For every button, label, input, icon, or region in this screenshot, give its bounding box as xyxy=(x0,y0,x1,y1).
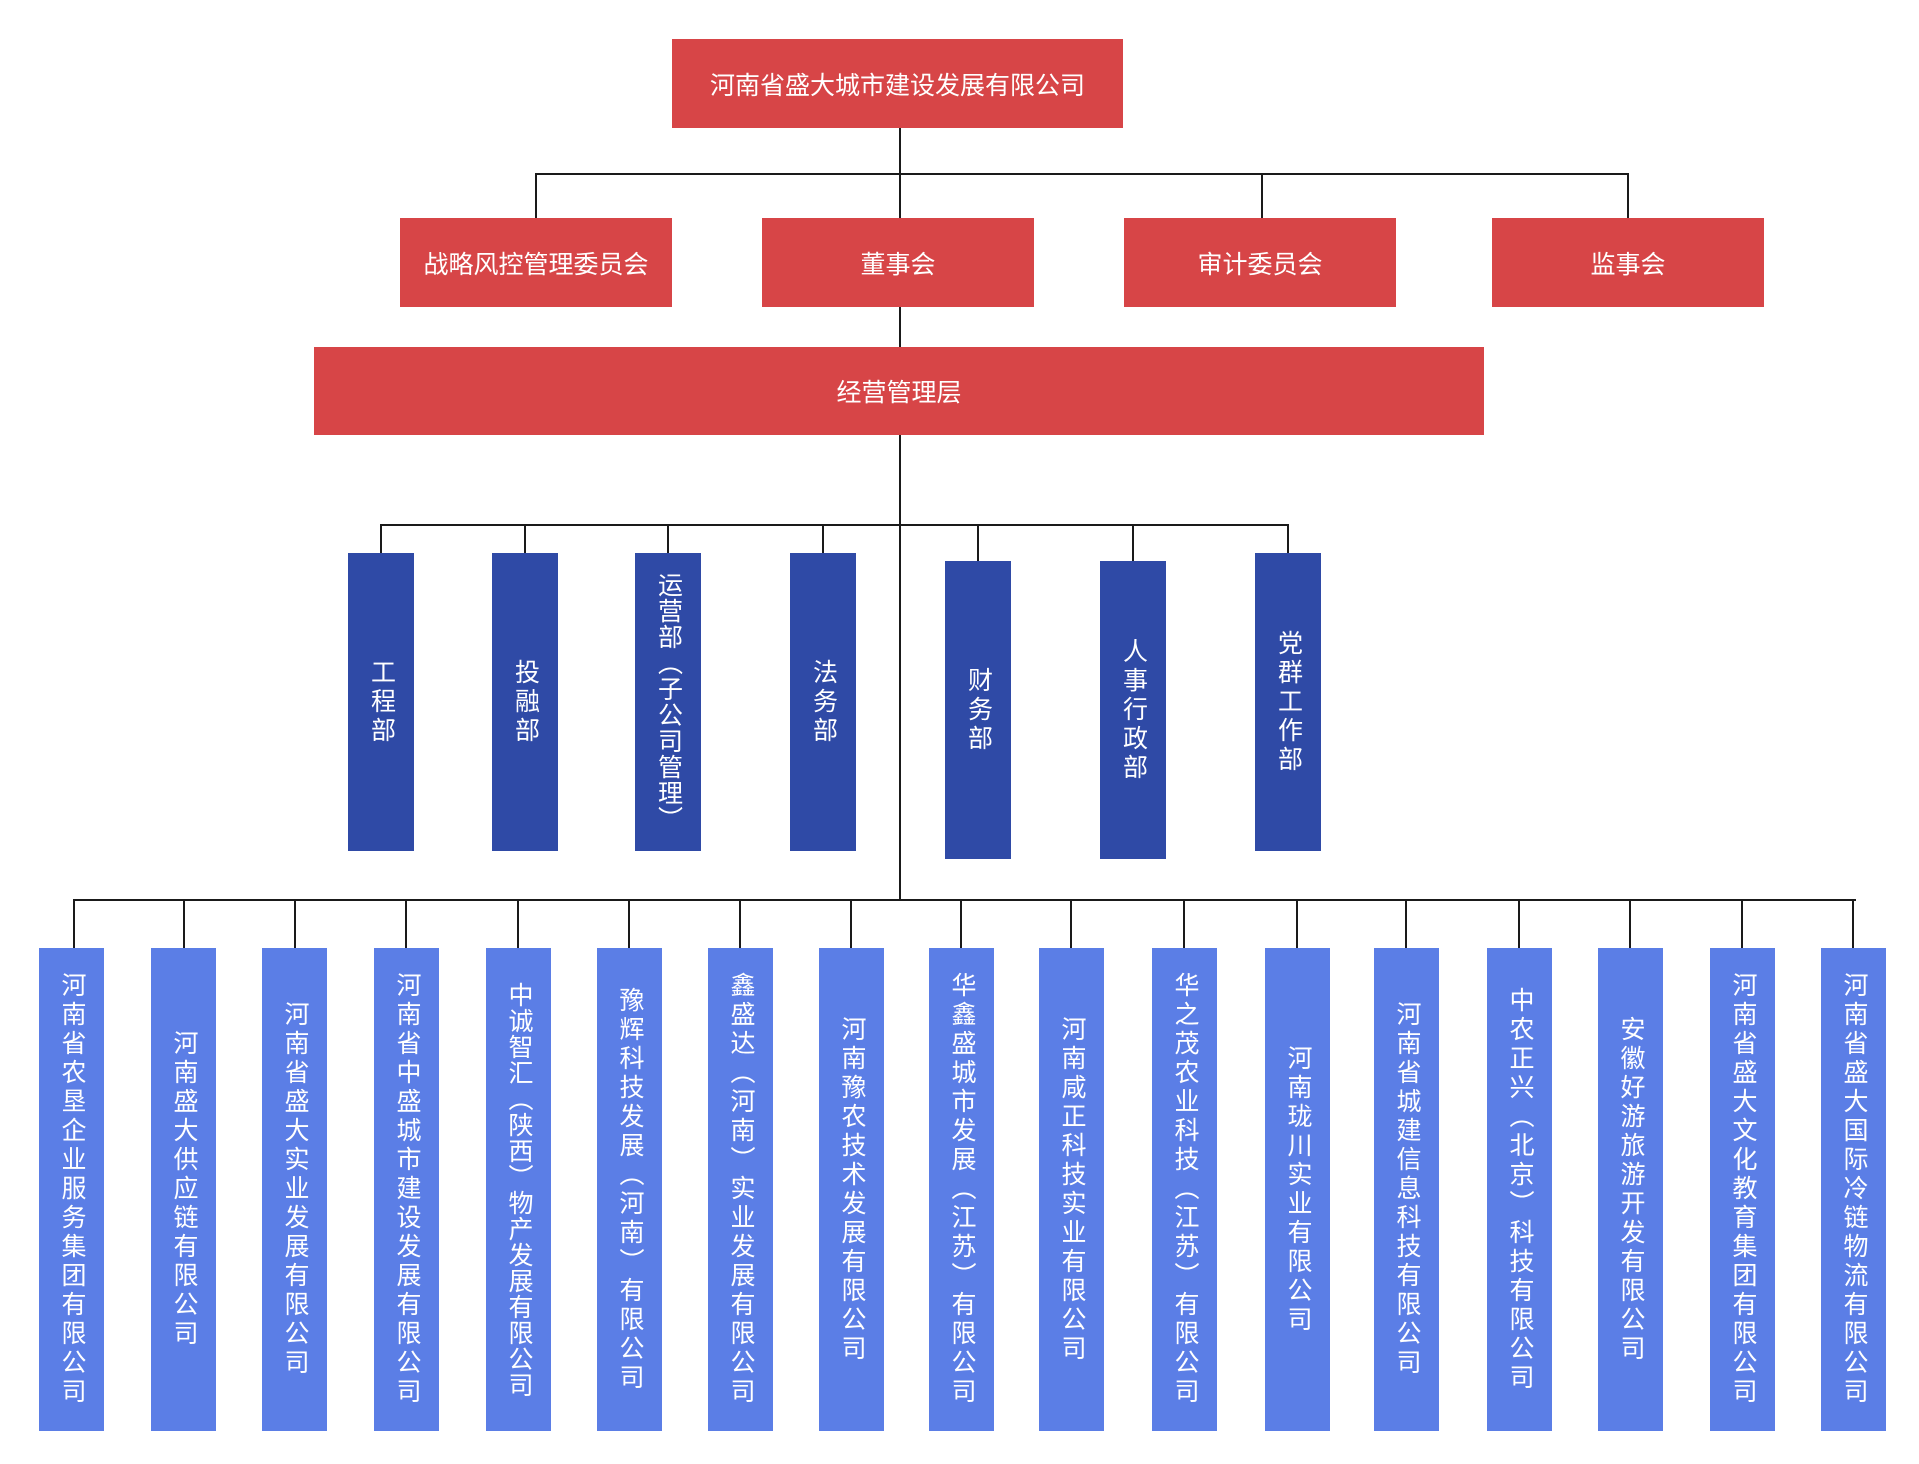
subsidiary-label: 河南省盛大国际冷链物流有限公司 xyxy=(1840,972,1868,1407)
department-label: 工程部 xyxy=(367,658,396,746)
department-node: 法务部 xyxy=(790,553,856,851)
subsidiary-node: 河南省盛大实业发展有限公司 xyxy=(262,948,327,1431)
connector-line xyxy=(535,173,1629,175)
connector-line xyxy=(405,899,407,949)
connector-line xyxy=(380,524,1288,526)
department-node: 人事行政部 xyxy=(1100,561,1166,859)
strategy-risk-committee-label: 战略风控管理委员会 xyxy=(423,250,649,279)
connector-line xyxy=(380,524,382,554)
department-node: 党群工作部 xyxy=(1255,553,1321,851)
connector-line xyxy=(977,524,979,562)
department-label: 法务部 xyxy=(809,658,838,746)
department-node: 投融部 xyxy=(492,553,558,851)
department-node: 财务部 xyxy=(945,561,1011,859)
connector-line xyxy=(517,899,519,949)
subsidiary-label: 豫辉科技发展（河南）有限公司 xyxy=(616,986,644,1393)
subsidiary-node: 河南省中盛城市建设发展有限公司 xyxy=(374,948,439,1431)
subsidiary-node: 华鑫盛城市发展（江苏）有限公司 xyxy=(929,948,994,1431)
top-company-label: 河南省盛大城市建设发展有限公司 xyxy=(709,71,1085,100)
subsidiary-node: 河南盛大供应链有限公司 xyxy=(151,948,216,1431)
supervisory-board-label: 监事会 xyxy=(1590,250,1666,279)
department-label: 财务部 xyxy=(964,666,993,754)
subsidiary-label: 河南省中盛城市建设发展有限公司 xyxy=(393,972,421,1407)
subsidiary-label: 河南盛大供应链有限公司 xyxy=(170,1030,198,1349)
connector-line xyxy=(1629,899,1631,949)
department-label: 人事行政部 xyxy=(1119,637,1148,783)
connector-line xyxy=(1183,899,1185,949)
department-node: 工程部 xyxy=(348,553,414,851)
board-of-directors-label: 董事会 xyxy=(860,250,936,279)
connector-line xyxy=(73,899,75,949)
subsidiary-label: 中诚智汇（陕西）物产发展有限公司 xyxy=(505,981,533,1398)
connector-line xyxy=(1627,173,1629,218)
subsidiary-label: 河南珑川实业有限公司 xyxy=(1284,1044,1312,1335)
department-label: 运营部（子公司管理） xyxy=(654,572,683,832)
subsidiary-node: 中农正兴（北京）科技有限公司 xyxy=(1487,948,1552,1431)
connector-line xyxy=(739,899,741,949)
department-node: 运营部（子公司管理） xyxy=(635,553,701,851)
connector-line xyxy=(73,899,1856,901)
subsidiary-node: 中诚智汇（陕西）物产发展有限公司 xyxy=(486,948,551,1431)
subsidiary-label: 鑫盛达（河南）实业发展有限公司 xyxy=(727,972,755,1407)
subsidiary-node: 河南珑川实业有限公司 xyxy=(1265,948,1330,1431)
audit-committee-label: 审计委员会 xyxy=(1197,250,1323,279)
connector-line xyxy=(294,899,296,949)
subsidiary-label: 河南豫农技术发展有限公司 xyxy=(838,1015,866,1364)
connector-line xyxy=(850,899,852,949)
department-label: 投融部 xyxy=(511,658,540,746)
connector-line xyxy=(628,899,630,949)
supervisory-board-node: 监事会 xyxy=(1492,218,1764,307)
management-label: 经营管理层 xyxy=(836,379,962,407)
connector-line xyxy=(1070,899,1072,949)
connector-line xyxy=(1296,899,1298,949)
connector-line xyxy=(1518,899,1520,949)
connector-line xyxy=(1132,524,1134,562)
connector-line xyxy=(1287,524,1289,554)
connector-line xyxy=(960,899,962,949)
top-company-node: 河南省盛大城市建设发展有限公司 xyxy=(672,39,1123,128)
strategy-risk-committee-node: 战略风控管理委员会 xyxy=(400,218,672,307)
subsidiary-node: 河南豫农技术发展有限公司 xyxy=(819,948,884,1431)
connector-line xyxy=(822,524,824,554)
connector-line xyxy=(899,434,901,900)
subsidiary-node: 河南省农垦企业服务集团有限公司 xyxy=(39,948,104,1431)
subsidiary-node: 安徽好游旅游开发有限公司 xyxy=(1598,948,1663,1431)
subsidiary-label: 华鑫盛城市发展（江苏）有限公司 xyxy=(948,972,976,1407)
connector-line xyxy=(1852,899,1854,949)
subsidiary-label: 华之茂农业科技（江苏）有限公司 xyxy=(1171,972,1199,1407)
connector-line xyxy=(524,524,526,554)
subsidiary-node: 豫辉科技发展（河南）有限公司 xyxy=(597,948,662,1431)
subsidiary-node: 鑫盛达（河南）实业发展有限公司 xyxy=(708,948,773,1431)
subsidiary-node: 华之茂农业科技（江苏）有限公司 xyxy=(1152,948,1217,1431)
management-node: 经营管理层 xyxy=(314,347,1484,435)
subsidiary-label: 河南省盛大文化教育集团有限公司 xyxy=(1729,972,1757,1407)
connector-line xyxy=(1405,899,1407,949)
connector-line xyxy=(1741,899,1743,949)
board-of-directors-node: 董事会 xyxy=(762,218,1034,307)
subsidiary-node: 河南省城建信息科技有限公司 xyxy=(1374,948,1439,1431)
connector-line xyxy=(183,899,185,949)
connector-line xyxy=(535,173,537,218)
subsidiary-label: 中农正兴（北京）科技有限公司 xyxy=(1506,986,1534,1393)
audit-committee-node: 审计委员会 xyxy=(1124,218,1396,307)
subsidiary-node: 河南省盛大文化教育集团有限公司 xyxy=(1710,948,1775,1431)
connector-line xyxy=(1261,173,1263,218)
department-label: 党群工作部 xyxy=(1274,629,1303,775)
subsidiary-node: 河南省盛大国际冷链物流有限公司 xyxy=(1821,948,1886,1431)
subsidiary-label: 安徽好游旅游开发有限公司 xyxy=(1617,1015,1645,1364)
subsidiary-label: 河南省城建信息科技有限公司 xyxy=(1393,1001,1421,1378)
connector-line xyxy=(667,524,669,554)
subsidiary-label: 河南省盛大实业发展有限公司 xyxy=(281,1001,309,1378)
subsidiary-node: 河南咸正科技实业有限公司 xyxy=(1039,948,1104,1431)
subsidiary-label: 河南咸正科技实业有限公司 xyxy=(1058,1015,1086,1364)
subsidiary-label: 河南省农垦企业服务集团有限公司 xyxy=(58,972,86,1407)
